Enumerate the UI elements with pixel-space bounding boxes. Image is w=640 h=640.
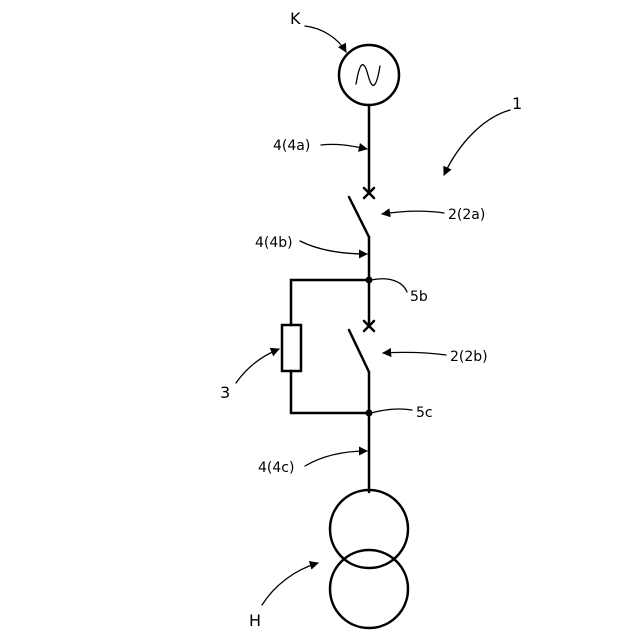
arrow-line-4c	[305, 451, 367, 466]
label-breaker-b: 2(2b)	[450, 349, 488, 365]
label-line-4c: 4(4c)	[258, 460, 294, 476]
label-line-4b: 4(4b)	[255, 235, 293, 251]
arrow-source	[305, 26, 346, 52]
resistor-icon	[282, 325, 301, 371]
transformer-icon	[330, 490, 408, 628]
arrow-node-5b	[371, 279, 407, 292]
label-node-5c: 5c	[416, 405, 433, 421]
arrow-breaker-a	[382, 211, 444, 214]
label-node-5b: 5b	[410, 289, 428, 305]
breaker-b-blade	[349, 330, 369, 372]
arrow-system	[444, 110, 510, 175]
label-source: K	[290, 9, 301, 28]
ac-source-icon	[339, 45, 399, 105]
label-transformer: H	[249, 611, 261, 630]
label-resistor: 3	[220, 383, 230, 402]
arrow-node-5c	[371, 409, 412, 413]
arrow-resistor	[236, 349, 279, 383]
arrow-line-4a	[321, 144, 367, 149]
label-system: 1	[512, 94, 522, 113]
arrow-breaker-b	[383, 352, 446, 355]
label-line-4a: 4(4a)	[273, 138, 310, 154]
breaker-a-blade	[349, 197, 369, 237]
arrow-line-4b	[300, 241, 367, 254]
label-breaker-a: 2(2a)	[448, 207, 485, 223]
arrow-transformer	[262, 563, 318, 605]
